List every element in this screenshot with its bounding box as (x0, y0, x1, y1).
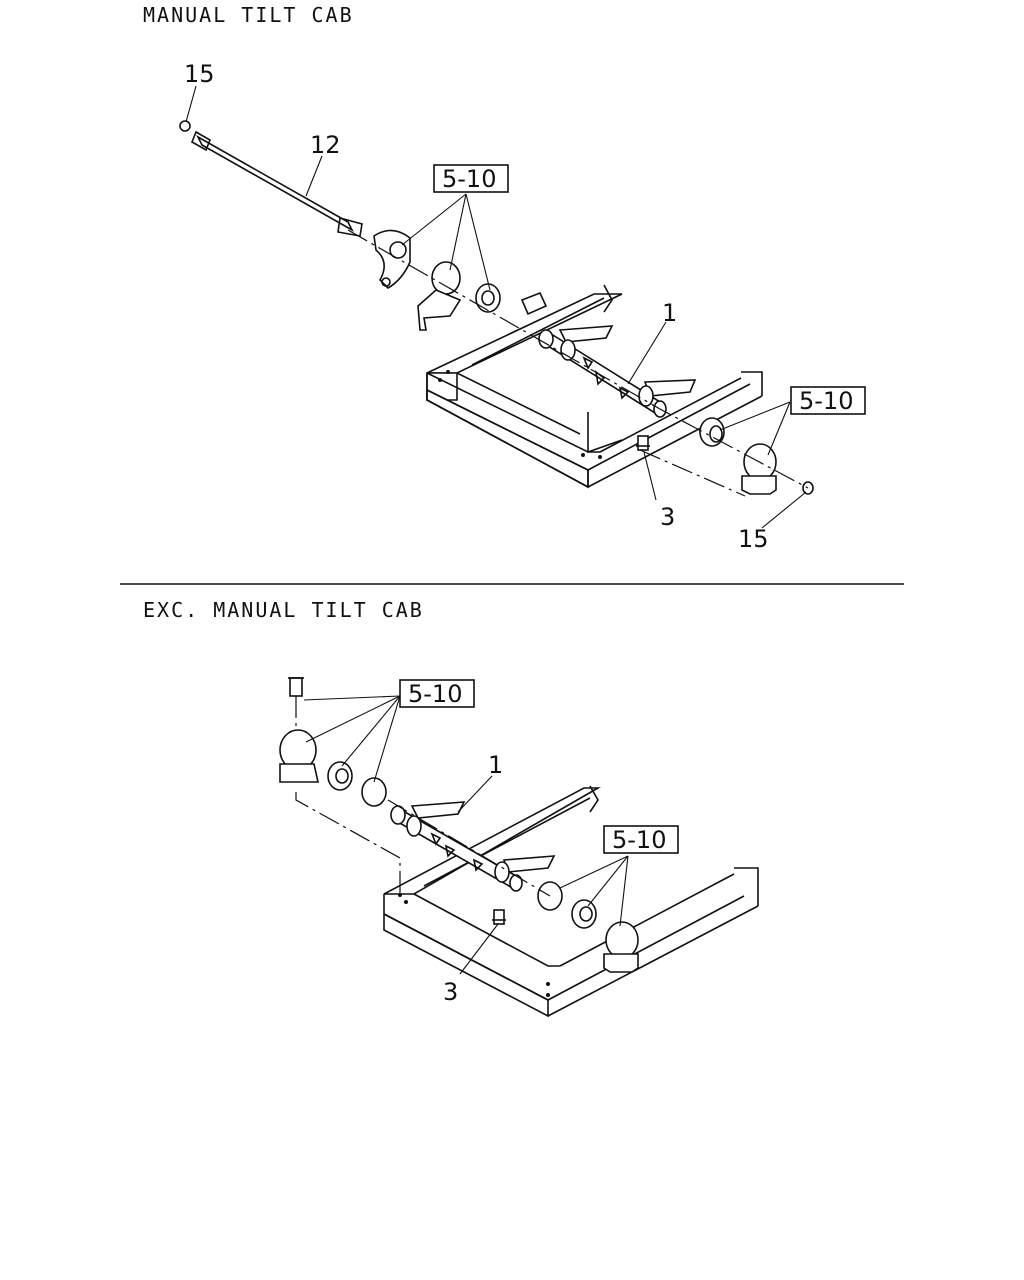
bolt-part-3-lower (492, 909, 506, 925)
callout-1-lower: 1 (488, 751, 503, 779)
callout-5-10-right-lower: 5-10 (612, 826, 666, 854)
section-title-exc-manual-tilt-cab: EXC. MANUAL TILT CAB (143, 598, 424, 622)
shaft-part-1-upper (538, 325, 697, 418)
callout-5-10-left-lower: 5-10 (408, 680, 462, 708)
section-manual-tilt-cab: MANUAL TILT CAB (143, 3, 866, 553)
callout-box-5-10-left-lower (399, 679, 475, 708)
leaders-lower (303, 695, 629, 975)
bushing-left-upper (417, 261, 501, 331)
mount-right-lower (537, 881, 639, 973)
shaft-part-1-lower (390, 801, 556, 892)
callout-3-lower: 3 (443, 978, 458, 1006)
chassis-frame-lower (383, 785, 759, 1018)
section-exc-manual-tilt-cab: EXC. MANUAL TILT CAB (143, 598, 759, 1018)
callout-1: 1 (662, 299, 677, 327)
callout-15-top: 15 (184, 60, 215, 88)
chassis-frame-upper (426, 284, 763, 489)
section-title-manual-tilt-cab: MANUAL TILT CAB (143, 3, 354, 27)
callout-box-5-10-right (790, 386, 866, 415)
callout-15-bottom: 15 (738, 525, 769, 553)
callout-5-10-left: 5-10 (442, 165, 496, 193)
callout-5-10-right: 5-10 (799, 387, 853, 415)
lever-bracket (373, 229, 411, 289)
callout-box-5-10-left (433, 164, 509, 193)
callout-3: 3 (660, 503, 675, 531)
bolt-part-3-upper (636, 435, 650, 451)
cable-part-12 (179, 120, 363, 237)
callout-12: 12 (310, 131, 341, 159)
callout-box-5-10-right-lower (603, 825, 679, 854)
bushing-right-upper (699, 417, 814, 495)
mount-left-lower (279, 677, 387, 807)
leaders-upper (185, 85, 807, 529)
